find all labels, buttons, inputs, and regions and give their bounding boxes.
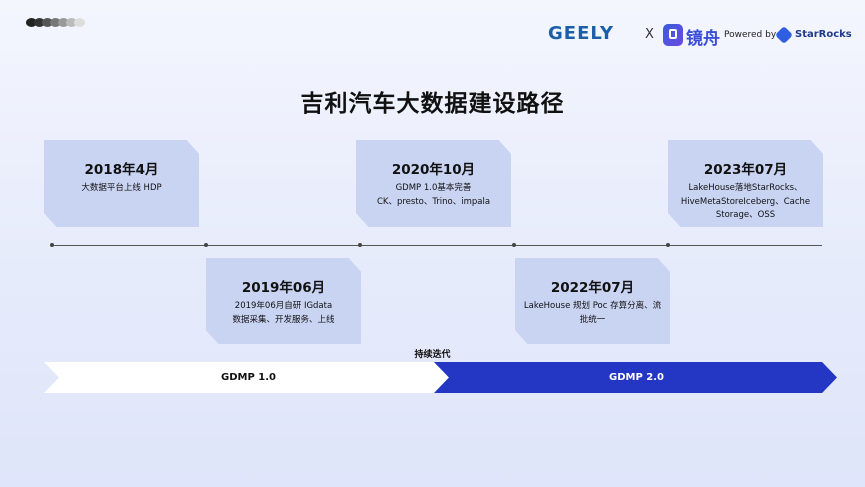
phase-arrow-gdmp2 — [434, 362, 837, 393]
milestone-desc-line: Storage、OSS — [715, 210, 776, 220]
starrocks-logo-icon — [774, 25, 794, 45]
timeline-tick — [50, 243, 54, 247]
decorative-dots — [26, 18, 85, 27]
dot-1 — [26, 18, 37, 27]
dot-6 — [66, 18, 77, 27]
timeline-tick — [358, 243, 362, 247]
dot-5 — [58, 18, 69, 27]
geely-logo: GEELY — [548, 23, 615, 44]
milestone-year: 2023年07月 — [703, 162, 788, 178]
dot-7 — [74, 18, 85, 27]
milestone-desc-line: 数据采集、开发服务、上线 — [232, 314, 335, 325]
milestone-desc-line: LakeHouse 规划 Poc 存算分离、流 — [523, 301, 662, 311]
milestone-year: 2018年4月 — [84, 162, 159, 178]
milestone-desc-line: 批统一 — [579, 314, 606, 325]
milestone-card-2022: 2022年07月 LakeHouse 规划 Poc 存算分离、流 批统一 — [515, 258, 670, 344]
timeline-axis — [52, 245, 822, 246]
milestone-card-2020: 2020年10月 GDMP 1.0基本完善 CK、presto、Trino、im… — [356, 140, 511, 227]
starrocks-logo-text: StarRocks — [795, 29, 852, 40]
dot-2 — [34, 18, 45, 27]
milestone-year: 2020年10月 — [391, 162, 476, 178]
dot-4 — [50, 18, 61, 27]
powered-by-text: Powered by — [724, 30, 777, 40]
milestone-desc-line: HiveMetaStoreIceberg、Cache — [680, 196, 811, 207]
timeline-tick — [204, 243, 208, 247]
milestone-card-2019: 2019年06月 2019年06月自研 IGdata 数据采集、开发服务、上线 — [206, 258, 361, 344]
timeline-tick — [666, 243, 670, 247]
jingzhou-logo-icon — [663, 24, 683, 46]
phase-arrow-gdmp1 — [44, 362, 450, 393]
page-title: 吉利汽车大数据建设路径 — [300, 91, 565, 117]
milestone-desc-line: 2019年06月自研 IGdata — [234, 301, 333, 311]
continuous-iteration-label: 持续迭代 — [414, 350, 451, 360]
jingzhou-logo-text: 镜舟 — [686, 29, 720, 49]
phase-label-gdmp2: GDMP 2.0 — [609, 372, 664, 383]
timeline-tick — [512, 243, 516, 247]
logo-separator: X — [645, 27, 654, 42]
milestone-desc-line: 大数据平台上线 HDP — [81, 183, 162, 193]
milestone-desc-line: GDMP 1.0基本完善 — [395, 183, 472, 193]
milestone-desc-line: LakeHouse落地StarRocks、 — [688, 183, 803, 193]
milestone-card-2018: 2018年4月 大数据平台上线 HDP — [44, 140, 199, 227]
dot-3 — [42, 18, 53, 27]
milestone-year: 2022年07月 — [550, 280, 635, 296]
milestone-desc-line: CK、presto、Trino、impala — [376, 196, 491, 207]
phase-label-gdmp1: GDMP 1.0 — [221, 372, 276, 383]
milestone-card-2023: 2023年07月 LakeHouse落地StarRocks、 HiveMetaS… — [668, 140, 823, 227]
milestone-year: 2019年06月 — [241, 280, 326, 296]
